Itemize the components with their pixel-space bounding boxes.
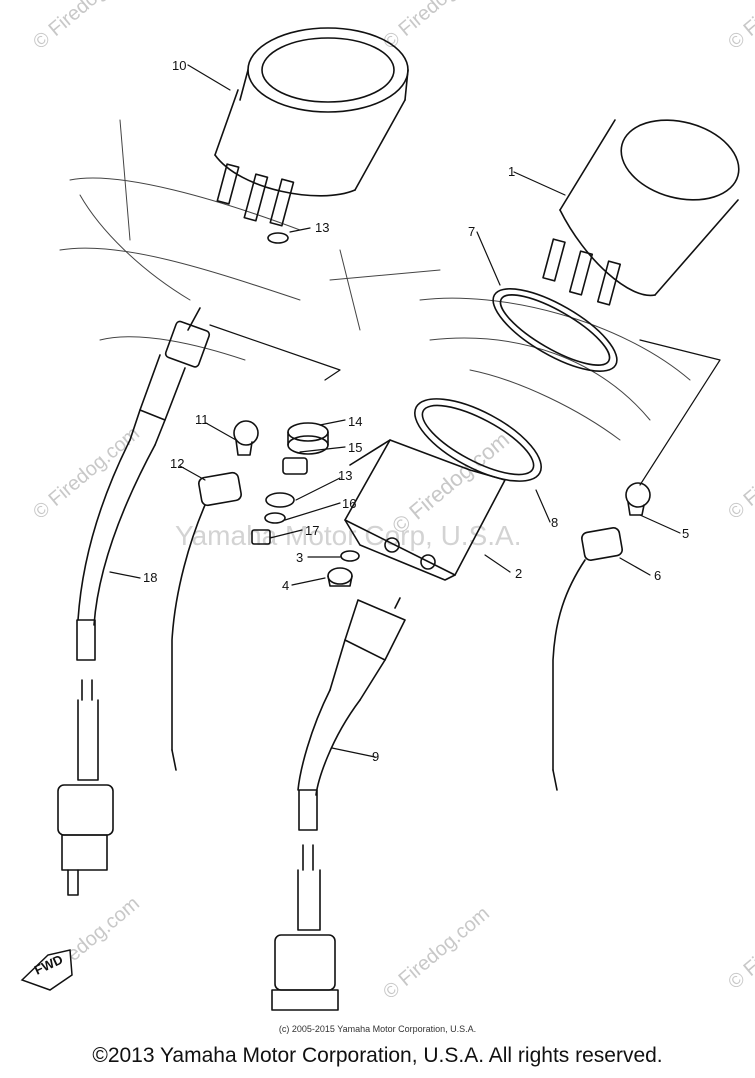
watermark: © Firedog.com <box>379 0 494 54</box>
tach-bulb-socket <box>171 420 259 771</box>
fwd-arrow: FWD <box>20 949 73 991</box>
callout-13-lower: 13 <box>338 468 352 483</box>
callout-5: 5 <box>682 526 689 541</box>
tach-cable <box>57 307 211 896</box>
grommet-stack <box>251 422 329 545</box>
callout-15: 15 <box>348 440 362 455</box>
housing-gasket <box>414 398 542 482</box>
speedo-cable <box>271 597 406 1011</box>
background-body-sketch <box>59 119 691 441</box>
watermark: © Firedog.com <box>29 0 144 54</box>
speedo-bulb-socket <box>552 482 651 791</box>
copyright-footer: ©2013 Yamaha Motor Corporation, U.S.A. A… <box>92 1044 663 1067</box>
watermark: © Firedog.com <box>379 902 494 1003</box>
callout-9: 9 <box>372 749 379 764</box>
gauge-seal-ring <box>492 288 618 372</box>
diagram-copyright-note: (c) 2005-2015 Yamaha Motor Corporation, … <box>278 1024 477 1034</box>
part-callouts: 10 1 13 7 11 14 15 12 13 16 17 8 5 3 2 6… <box>143 58 689 764</box>
callout-6: 6 <box>654 568 661 583</box>
nut-and-washer <box>327 550 360 587</box>
callout-11: 11 <box>195 412 209 427</box>
tachometer-gauge <box>214 27 409 227</box>
callout-1: 1 <box>508 164 515 179</box>
callout-16: 16 <box>342 496 356 511</box>
callout-12: 12 <box>170 456 184 471</box>
callout-2: 2 <box>515 566 522 581</box>
callout-8: 8 <box>551 515 558 530</box>
callout-14: 14 <box>348 414 362 429</box>
callout-3: 3 <box>296 550 303 565</box>
watermark: © Firedog.com <box>29 422 144 523</box>
callout-18: 18 <box>143 570 157 585</box>
watermark-group: © Firedog.com © Firedog.com © Firedog.co… <box>29 0 755 1004</box>
callout-10: 10 <box>172 58 186 73</box>
watermark: © Firedog.com <box>724 0 755 54</box>
callout-4: 4 <box>282 578 289 593</box>
callout-17: 17 <box>305 523 319 538</box>
meter-housing-bracket <box>344 439 506 581</box>
speedometer-gauge <box>542 119 740 306</box>
leader-lines <box>109 64 721 758</box>
callout-13-upper: 13 <box>315 220 329 235</box>
callout-7: 7 <box>468 224 475 239</box>
watermark: © Firedog.com <box>724 892 755 993</box>
upper-washer <box>267 232 289 244</box>
watermark: © Firedog.com <box>724 422 755 523</box>
